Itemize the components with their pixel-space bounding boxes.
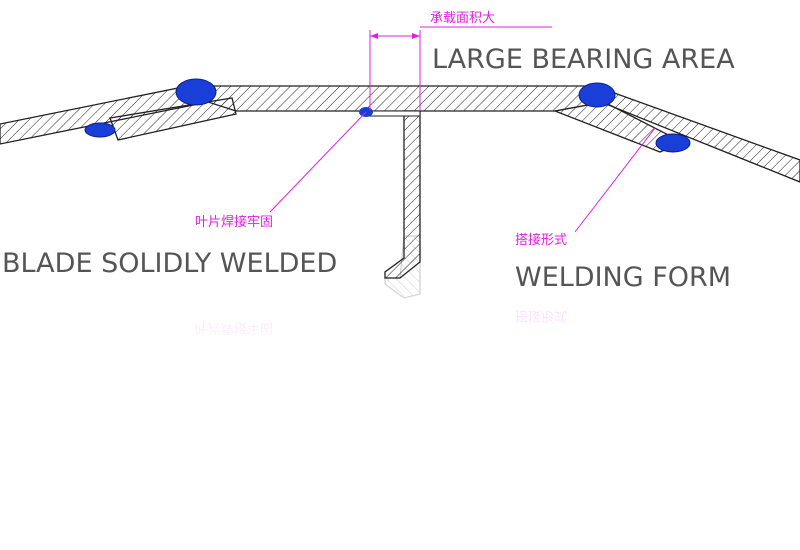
blade-en-label: BLADE SOLIDLY WELDED <box>2 248 337 279</box>
form-leader-line <box>574 127 656 233</box>
weld-bead-left-top <box>175 78 217 106</box>
blade-base-plate <box>367 110 421 117</box>
weld-bead-right-bottom <box>655 133 691 153</box>
blade-cn-label: 叶片焊接牢固 <box>195 214 273 230</box>
hub-top-flange <box>196 85 606 112</box>
weld-bead-right-top <box>578 82 616 108</box>
bearing-en-label: LARGE BEARING AREA <box>432 44 735 75</box>
blade-leader-line <box>269 111 367 213</box>
weld-bead-left-bottom <box>84 122 116 138</box>
dim-arrow-right <box>412 33 420 39</box>
dim-arrow-left <box>370 33 378 39</box>
reflection-fade <box>0 285 800 355</box>
form-cn-label: 搭接形式 <box>515 232 567 248</box>
bearing-cn-label: 承载面积大 <box>430 11 495 26</box>
